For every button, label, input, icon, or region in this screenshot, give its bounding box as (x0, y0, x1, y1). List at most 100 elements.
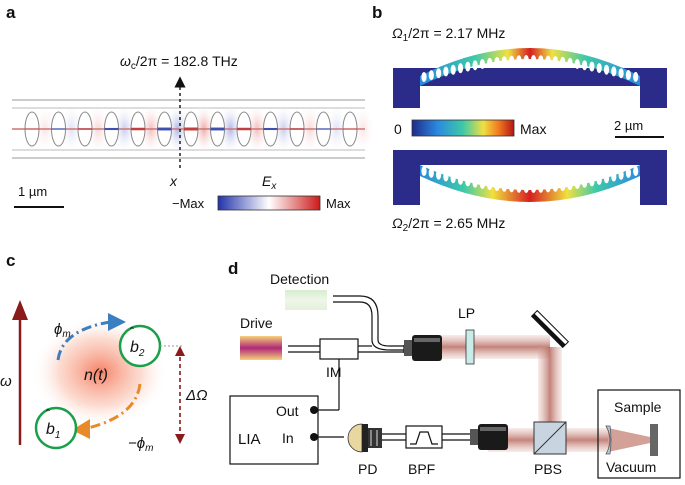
blue-coupling-arrow (56, 320, 111, 361)
phase-minus-label: −ϕm (128, 435, 153, 454)
device-hole (545, 182, 551, 193)
mode-b1-circle (34, 406, 78, 450)
device-hole (501, 56, 507, 67)
device-hole (509, 182, 515, 193)
mechanical-mode-2-device (393, 150, 667, 205)
device-hole (589, 176, 595, 187)
im-label: IM (326, 364, 342, 380)
mode-b1-hat: ˆ (46, 407, 50, 421)
device-hole (487, 57, 493, 68)
device-hole (421, 166, 427, 177)
device-hole (443, 66, 449, 77)
device-hole (603, 173, 610, 184)
intensity-modulator (319, 338, 359, 360)
panel-c: c ω n(t) ϕm −ϕm b2 ˆ b1 ˆ (0, 251, 207, 454)
vacuum-label: Vacuum (606, 459, 656, 475)
device-hole (436, 169, 442, 180)
colorbar-b-min: 0 (394, 121, 402, 137)
device-hole (589, 61, 595, 72)
lia-label: LIA (238, 431, 261, 448)
pbs-label: PBS (534, 461, 562, 477)
center-label: n(t) (84, 367, 108, 384)
colorbar-b-max: Max (520, 121, 546, 137)
photonic-crystal-beam (12, 99, 375, 159)
long-pass-filter (465, 329, 475, 365)
device-hole (618, 169, 624, 180)
device-hole (436, 68, 442, 79)
panel-label-d: d (228, 259, 238, 278)
device-hole (516, 55, 522, 66)
device-hole (465, 61, 471, 72)
device-hole (487, 180, 493, 191)
device-hole (509, 55, 515, 66)
device-hole (472, 60, 478, 71)
panel-b: b Ω1/2π = 2.17 MHz 0 Max 2 µm Ω2/2π = 2.… (372, 3, 667, 234)
x-axis-label: x (169, 173, 178, 189)
mirror (530, 309, 570, 349)
device-hole (472, 177, 478, 188)
device-hole (530, 182, 537, 193)
band-pass-filter (405, 425, 443, 449)
lia-out-label: Out (276, 403, 299, 419)
panel-label-a: a (6, 3, 16, 22)
field-label: Ex (262, 173, 277, 192)
colorbar-b (411, 119, 515, 137)
mode-b2-label: b2 (130, 339, 145, 359)
collimator-bottom (470, 424, 508, 450)
collimator-top (404, 335, 442, 361)
device-hole (538, 182, 544, 193)
lia-out-port (310, 406, 318, 414)
device-hole (538, 55, 544, 66)
scale-bar-b-label: 2 µm (614, 118, 643, 133)
mode-b1-label: b1 (46, 421, 60, 441)
device-hole (582, 177, 588, 188)
mode1-frequency-label: Ω1/2π = 2.17 MHz (392, 25, 505, 44)
mode2-holes (421, 166, 639, 193)
lia-in-port (310, 433, 318, 441)
colorbar-a (217, 195, 321, 211)
polarizing-beam-splitter (533, 421, 567, 455)
device-hole (530, 55, 537, 66)
panel-d: d Detection Drive IM (228, 259, 681, 479)
device-hole (611, 66, 617, 77)
optical-frequency-label: ωc/2π = 182.8 THz (120, 53, 238, 72)
device-hole (443, 171, 449, 182)
panel-label-c: c (6, 251, 15, 270)
colorbar-a-max: Max (326, 196, 351, 211)
splitting-label: ΔΩ (185, 387, 207, 404)
vacuum-chamber (597, 389, 681, 479)
objective-lens (605, 425, 612, 455)
device-hole (596, 63, 602, 74)
device-hole (582, 60, 588, 71)
phase-plus-label: ϕm (54, 321, 71, 340)
device-hole (523, 55, 529, 66)
bpf-symbol (410, 431, 438, 445)
blue-arrowhead (108, 313, 126, 331)
lp-label: LP (458, 305, 475, 321)
device-hole (560, 56, 566, 67)
sample-chip (650, 424, 658, 456)
splitting-arrow-up (175, 346, 185, 356)
panel-a: a ωc/2π = 182.8 THz x 1 µm Ex −Max Max (6, 3, 375, 211)
device-hole (457, 174, 464, 185)
device-hole (479, 59, 485, 70)
photodiode (347, 423, 382, 453)
detection-laser (285, 290, 327, 310)
scale-bar-a-label: 1 µm (18, 184, 47, 199)
beam-focus (608, 428, 650, 452)
device-hole (516, 182, 522, 193)
device-hole (596, 174, 602, 185)
lock-in-amplifier (229, 395, 319, 465)
device-hole (618, 68, 624, 79)
device-hole (450, 64, 456, 75)
device-hole (501, 181, 507, 192)
device-hole (552, 181, 559, 192)
device-hole (465, 176, 471, 187)
device-hole (633, 71, 639, 82)
mode-b2-hat: ˆ (130, 325, 134, 339)
device-hole (633, 166, 639, 177)
device-hole (494, 56, 500, 67)
pd-label: PD (358, 461, 377, 477)
frequency-axis-label: ω (0, 373, 12, 390)
